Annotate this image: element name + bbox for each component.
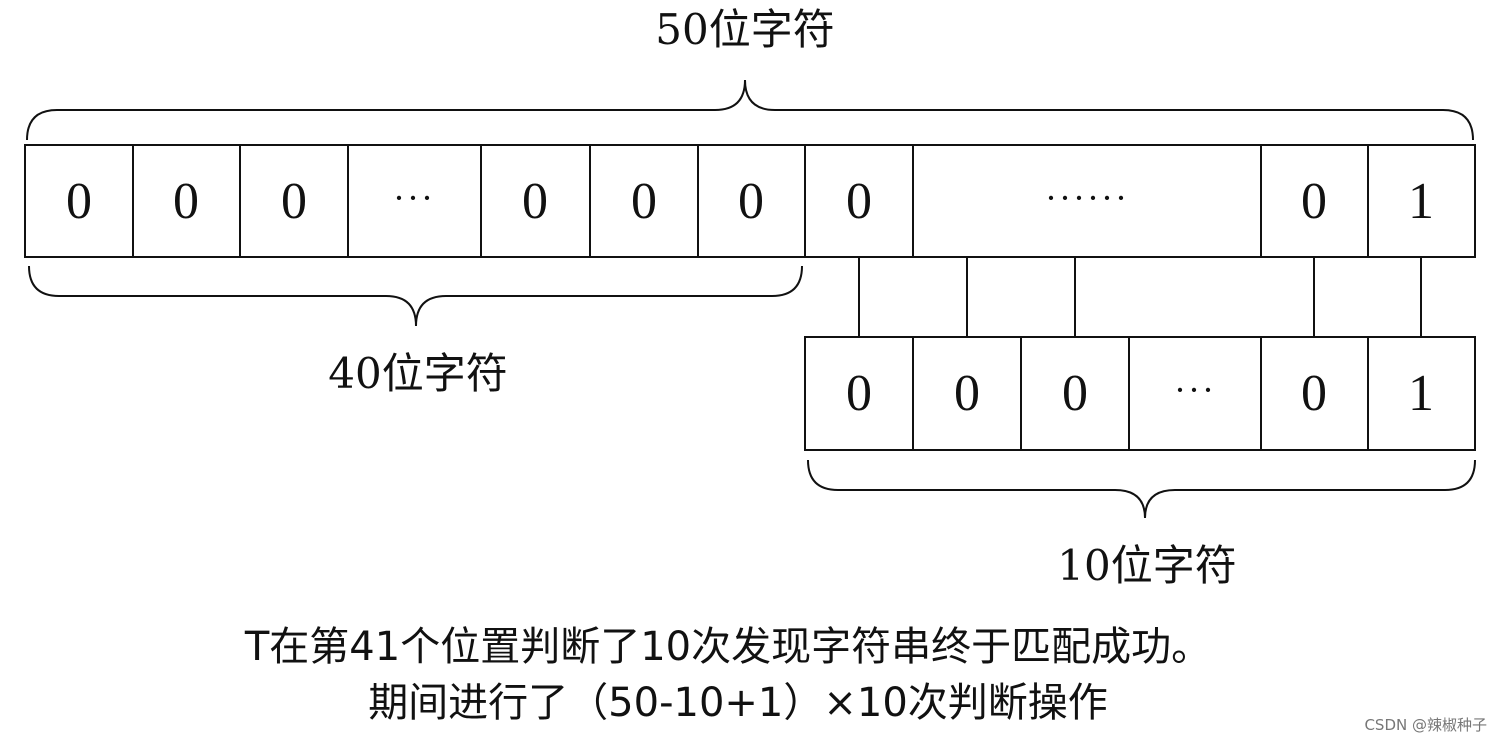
main-cell-8-text: 0 bbox=[846, 173, 872, 230]
main-cell-4-text: ··· bbox=[393, 178, 435, 218]
main-cell-8 bbox=[804, 144, 914, 258]
bottom-right-length-label: 10位字符 bbox=[1057, 541, 1236, 590]
pattern-cell-6-text: 1 bbox=[1408, 365, 1434, 422]
main-cell-11-text: 1 bbox=[1408, 173, 1434, 230]
main-cell-9-text: ······ bbox=[1045, 178, 1129, 218]
main-cell-6 bbox=[589, 144, 699, 258]
main-cell-1 bbox=[24, 144, 134, 258]
watermark: CSDN @辣椒种子 bbox=[1364, 716, 1487, 734]
main-cell-5-text: 0 bbox=[522, 173, 548, 230]
alignment-connectors bbox=[858, 257, 1422, 337]
pattern-cell-4-text: ··· bbox=[1174, 370, 1216, 410]
pattern-cell-3-text: 0 bbox=[1062, 365, 1088, 422]
main-cell-11 bbox=[1367, 144, 1476, 258]
top-length-label: 50位字符 bbox=[655, 5, 834, 54]
pattern-cell-4 bbox=[1128, 336, 1262, 451]
main-cell-2 bbox=[132, 144, 241, 258]
caption-line-1: T在第41个位置判断了10次发现字符串终于匹配成功。 bbox=[244, 624, 1211, 670]
pattern-cell-5-text: 0 bbox=[1301, 365, 1327, 422]
pattern-cell-5 bbox=[1260, 336, 1369, 451]
main-cell-10-text: 0 bbox=[1301, 173, 1327, 230]
main-cell-6-text: 0 bbox=[631, 173, 657, 230]
main-cell-7-text: 0 bbox=[738, 173, 764, 230]
pattern-cell-2 bbox=[912, 336, 1022, 451]
pattern-cell-2-text: 0 bbox=[954, 365, 980, 422]
main-cell-7 bbox=[697, 144, 806, 258]
left-length-label: 40位字符 bbox=[328, 349, 507, 398]
main-cell-3-text: 0 bbox=[281, 173, 307, 230]
pattern-cell-1-text: 0 bbox=[846, 365, 872, 422]
left-brace bbox=[28, 265, 803, 327]
pattern-string: 0 0 0 ··· 0 1 bbox=[804, 336, 1476, 451]
main-cell-5 bbox=[480, 144, 591, 258]
caption-line-2: 期间进行了（50-10+1）×10次判断操作 bbox=[368, 680, 1108, 726]
main-cell-10 bbox=[1260, 144, 1369, 258]
main-string: 0 0 0 ··· 0 0 0 0 ······ 0 1 bbox=[24, 144, 1476, 258]
main-cell-3 bbox=[239, 144, 349, 258]
bottom-right-brace bbox=[807, 459, 1476, 519]
main-cell-2-text: 0 bbox=[173, 173, 199, 230]
main-cell-1-text: 0 bbox=[66, 173, 92, 230]
main-cell-9 bbox=[912, 144, 1262, 258]
pattern-cell-6 bbox=[1367, 336, 1476, 451]
top-brace bbox=[26, 79, 1474, 141]
